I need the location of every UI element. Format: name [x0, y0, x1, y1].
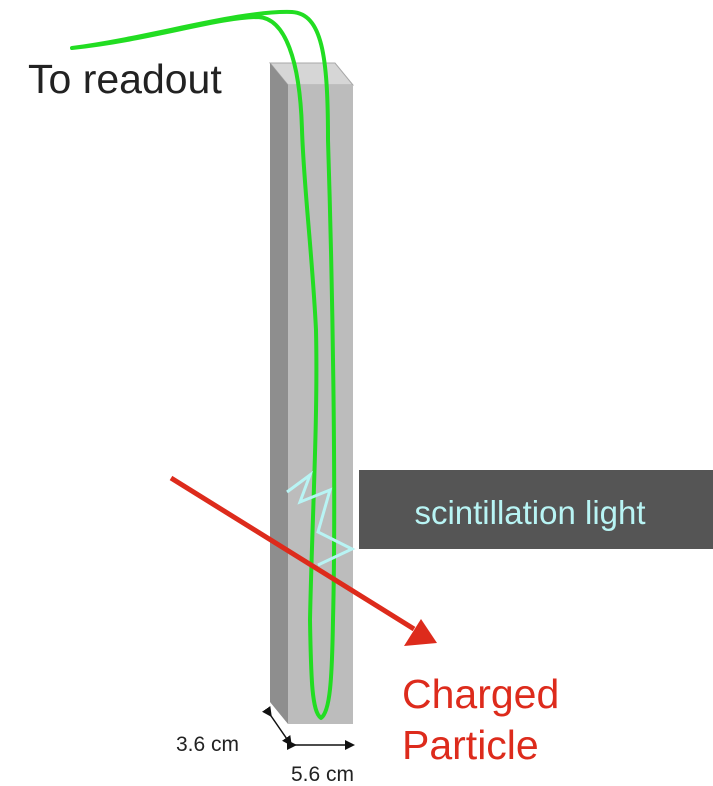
- fiber-loop: [70, 9, 337, 720]
- scintillator-bar: [268, 62, 355, 724]
- scintillation-light-label: scintillation light: [414, 494, 645, 531]
- particle-track: [169, 475, 437, 646]
- particle-label-line1: Charged: [402, 671, 559, 717]
- depth-dimension-label: 3.6 cm: [176, 733, 239, 756]
- scintillation-light-zigzag: [286, 470, 356, 567]
- scintillation-callout-box: [359, 470, 713, 549]
- bar-front-face: [288, 85, 353, 724]
- particle-track-line: [169, 475, 416, 632]
- depth-dimension-arrow: [262, 706, 292, 747]
- width-dimension-label: 5.6 cm: [291, 763, 354, 786]
- particle-arrowhead: [404, 619, 437, 646]
- particle-label-line2: Particle: [402, 722, 539, 768]
- bar-side-face: [270, 63, 288, 724]
- readout-label: To readout: [28, 56, 222, 102]
